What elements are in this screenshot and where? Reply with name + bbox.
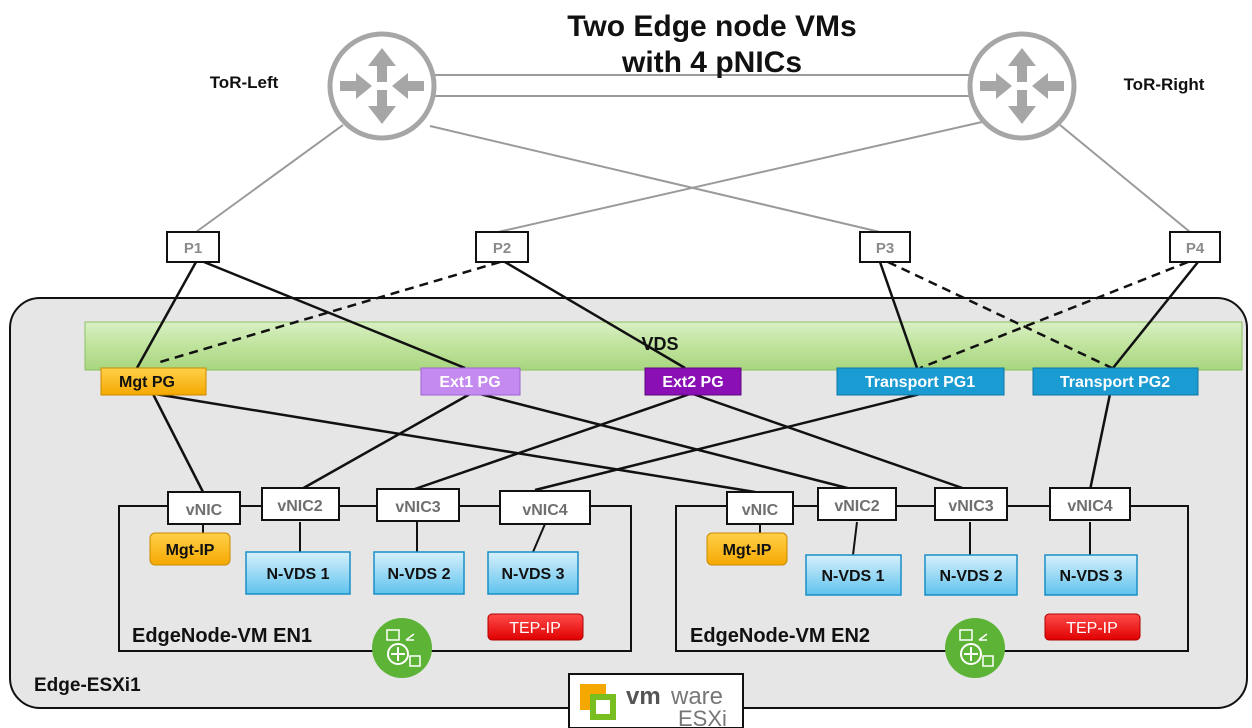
pg-transport1-label: Transport PG1	[865, 374, 975, 391]
pg-transport2-label: Transport PG2	[1060, 374, 1170, 391]
pg-ext2: Ext2 PG	[644, 367, 742, 396]
en1-vnic2: vNIC2	[277, 498, 322, 515]
en1-nvds1: N-VDS 1	[266, 566, 329, 583]
en2-mgt-ip: Mgt-IP	[723, 542, 772, 559]
pg-vnic-links	[151, 392, 1112, 494]
router-left	[327, 31, 437, 141]
en2-nvds1: N-VDS 1	[821, 568, 884, 585]
pg-mgt-label: Mgt PG	[119, 374, 175, 391]
pg-ext1: Ext1 PG	[420, 367, 521, 396]
en2-nvds3: N-VDS 3	[1059, 568, 1122, 585]
edge-node-icon	[372, 618, 432, 678]
logo-vm: vm	[626, 683, 661, 710]
port-p1-label: P1	[184, 240, 202, 257]
title-line2: with 4 pNICs	[621, 46, 802, 79]
en1-mgt-ip: Mgt-IP	[166, 542, 215, 559]
pnic-links	[135, 260, 1199, 370]
en1-nvds3: N-VDS 3	[501, 566, 564, 583]
en1-tep-ip: TEP-IP	[509, 620, 561, 637]
en1-vnic1: vNIC	[186, 502, 223, 519]
router-arrows-icon	[980, 48, 1064, 124]
logo-ware: ware	[670, 683, 723, 710]
port-p4: P4	[1169, 231, 1221, 263]
tor-left-label: ToR-Left	[210, 73, 279, 92]
en1-nvds2: N-VDS 2	[387, 566, 450, 583]
router-right	[967, 31, 1077, 141]
port-p2-label: P2	[493, 240, 511, 257]
port-p2: P2	[475, 231, 529, 263]
en2-vnic3: vNIC3	[948, 498, 993, 515]
en2-label: EdgeNode-VM EN2	[690, 625, 870, 647]
port-p1: P1	[166, 231, 220, 263]
port-p3: P3	[859, 231, 911, 263]
en1-vnic4: vNIC4	[522, 502, 567, 519]
title-line1: Two Edge node VMs	[567, 10, 856, 43]
en1-label: EdgeNode-VM EN1	[132, 625, 312, 647]
edge-vm-en1: vNIC vNIC2 vNIC3 vNIC4 Mgt-IP N-VDS 1 N-…	[118, 487, 632, 678]
edge-vm-en2: vNIC vNIC2 vNIC3 vNIC4 Mgt-IP N-VDS 1 N-…	[675, 487, 1189, 678]
tor-right-label: ToR-Right	[1124, 75, 1205, 94]
vds-label: VDS	[641, 334, 678, 354]
edge-node-icon	[945, 618, 1005, 678]
en2-vnic2: vNIC2	[834, 498, 879, 515]
en2-vnic1: vNIC	[742, 502, 779, 519]
pg-mgt: Mgt PG	[100, 367, 207, 396]
router-arrows-icon	[340, 48, 424, 124]
pg-ext2-label: Ext2 PG	[662, 374, 723, 391]
pnic-standby-links	[159, 260, 1189, 370]
pg-ext1-label: Ext1 PG	[439, 374, 500, 391]
vmware-esxi-logo: vm ware ESXi	[568, 673, 744, 728]
en2-vnic4: vNIC4	[1067, 498, 1112, 515]
en2-nvds2: N-VDS 2	[939, 568, 1002, 585]
pg-transport2: Transport PG2	[1032, 367, 1199, 396]
tor-uplinks	[195, 74, 1191, 233]
logo-esxi: ESXi	[678, 706, 727, 728]
host-label: Edge-ESXi1	[34, 675, 141, 696]
vds-bar	[84, 321, 1243, 371]
en1-vnic3: vNIC3	[395, 499, 440, 516]
port-p3-label: P3	[876, 240, 894, 257]
pg-transport1: Transport PG1	[836, 367, 1005, 396]
port-p4-label: P4	[1186, 240, 1205, 257]
en2-tep-ip: TEP-IP	[1066, 620, 1118, 637]
